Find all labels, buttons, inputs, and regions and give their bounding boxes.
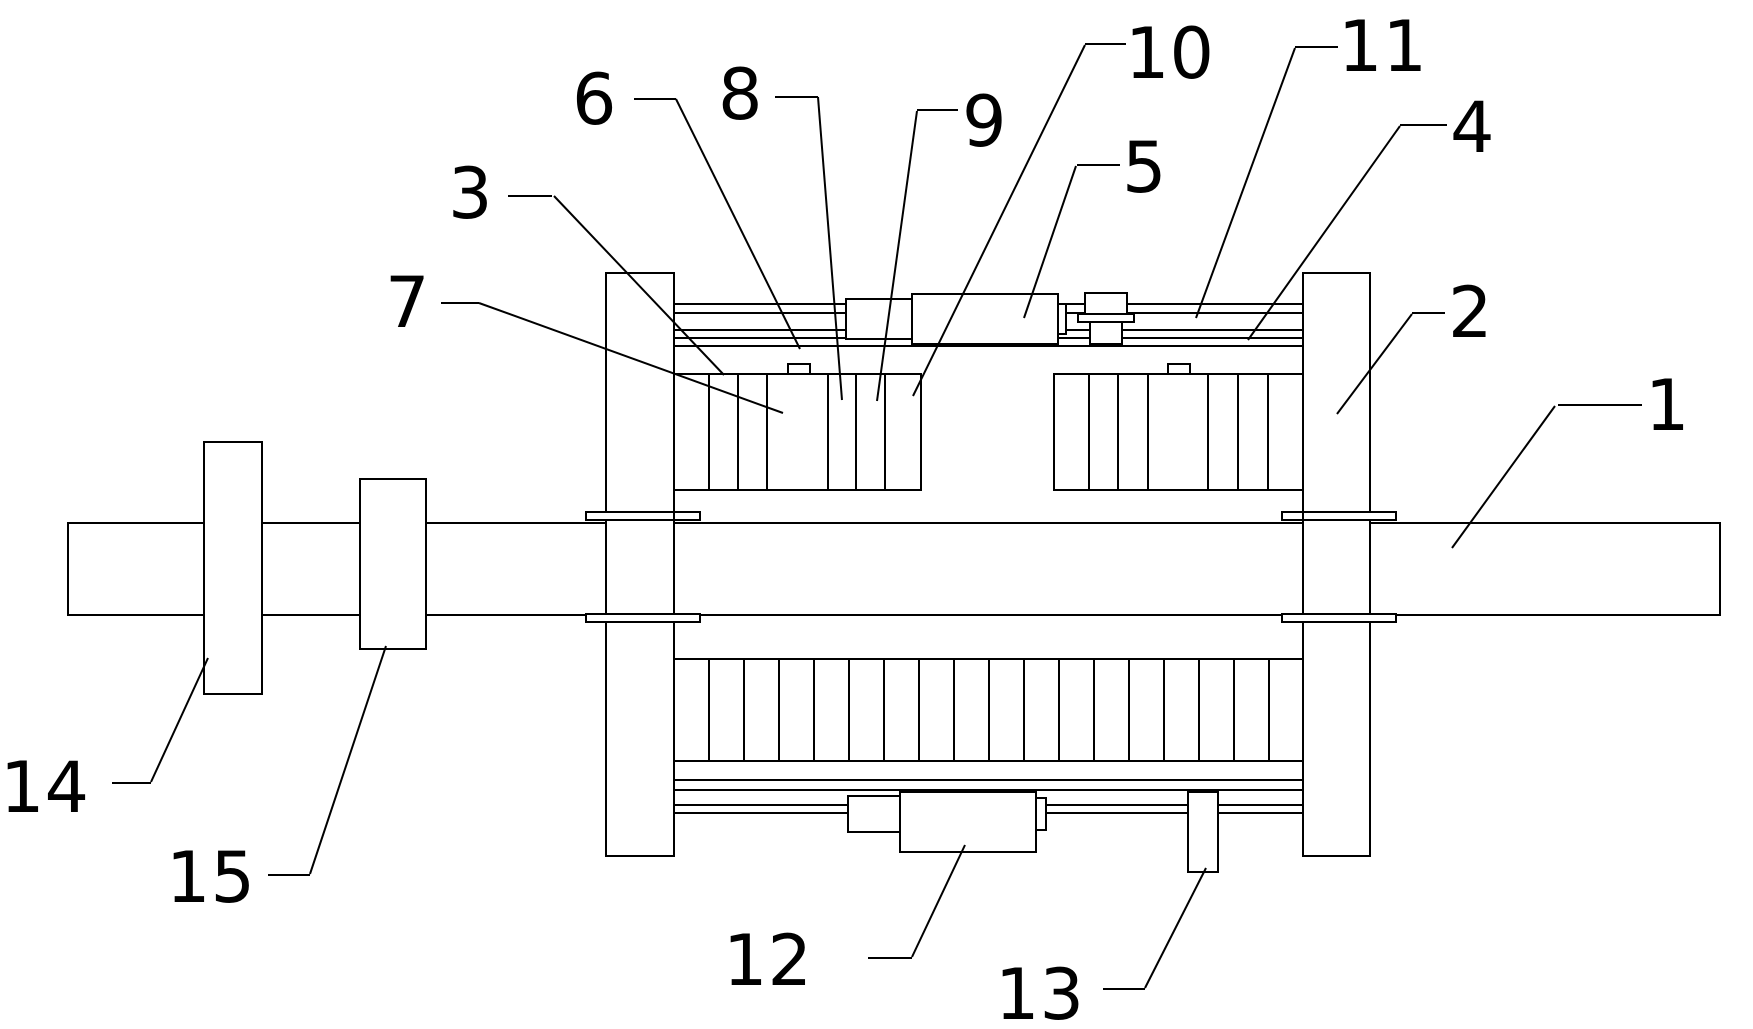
right-top-washer bbox=[1281, 511, 1397, 521]
leader-2-diag bbox=[1336, 313, 1413, 415]
lower-slider-block bbox=[1187, 791, 1219, 873]
upper-cylinder-cap bbox=[1057, 303, 1067, 335]
leader-14-diag bbox=[150, 657, 209, 783]
leader-4-diag bbox=[1247, 125, 1401, 341]
leader-3-diag bbox=[553, 195, 725, 376]
label-12: 12 bbox=[723, 920, 812, 1002]
leader-10-diag bbox=[912, 44, 1086, 397]
label-7: 7 bbox=[385, 262, 430, 344]
left-top-washer bbox=[585, 511, 701, 521]
upper-slider-top bbox=[1084, 292, 1128, 316]
upper-cylinder-rod-end bbox=[845, 298, 913, 340]
left-bottom-washer bbox=[585, 613, 701, 623]
large-flange bbox=[203, 441, 263, 695]
shaft-collar bbox=[359, 478, 427, 650]
label-15: 15 bbox=[166, 837, 255, 919]
label-3: 3 bbox=[448, 153, 493, 235]
leader-15-diag bbox=[309, 645, 387, 875]
right-bottom-washer bbox=[1281, 613, 1397, 623]
lower-cylinder-rod-end bbox=[847, 795, 901, 833]
upper-right-block-stud bbox=[1167, 363, 1191, 375]
leader-13-diag bbox=[1144, 867, 1207, 989]
upper-left-block-pack bbox=[673, 373, 922, 491]
label-14: 14 bbox=[0, 747, 89, 829]
right-end-plate bbox=[1302, 272, 1371, 857]
upper-cylinder-body bbox=[911, 293, 1059, 345]
leader-12-diag bbox=[911, 844, 966, 958]
label-9: 9 bbox=[962, 81, 1007, 163]
leader-8-diag bbox=[817, 96, 843, 401]
label-4: 4 bbox=[1450, 87, 1495, 169]
leader-6-diag bbox=[675, 98, 801, 350]
leader-9-diag bbox=[876, 110, 918, 402]
label-8: 8 bbox=[718, 54, 763, 136]
label-11: 11 bbox=[1338, 6, 1427, 88]
label-13: 13 bbox=[995, 954, 1084, 1029]
lower-cylinder-cap bbox=[1035, 797, 1047, 831]
leader-5-diag bbox=[1023, 165, 1077, 319]
label-5: 5 bbox=[1122, 127, 1167, 209]
lower-cylinder-body bbox=[899, 791, 1037, 853]
label-2: 2 bbox=[1448, 272, 1493, 354]
leader-11-diag bbox=[1195, 47, 1296, 319]
upper-slider-stem bbox=[1089, 321, 1123, 345]
main-shaft bbox=[67, 522, 1721, 616]
upper-right-block-pack bbox=[1053, 373, 1304, 491]
leader-1-diag bbox=[1451, 405, 1556, 549]
label-6: 6 bbox=[572, 59, 617, 141]
label-1: 1 bbox=[1645, 365, 1690, 447]
leader-7-diag bbox=[478, 302, 784, 414]
upper-slider-flange bbox=[1077, 313, 1135, 323]
label-10: 10 bbox=[1125, 13, 1214, 95]
upper-left-block-stud bbox=[787, 363, 811, 375]
